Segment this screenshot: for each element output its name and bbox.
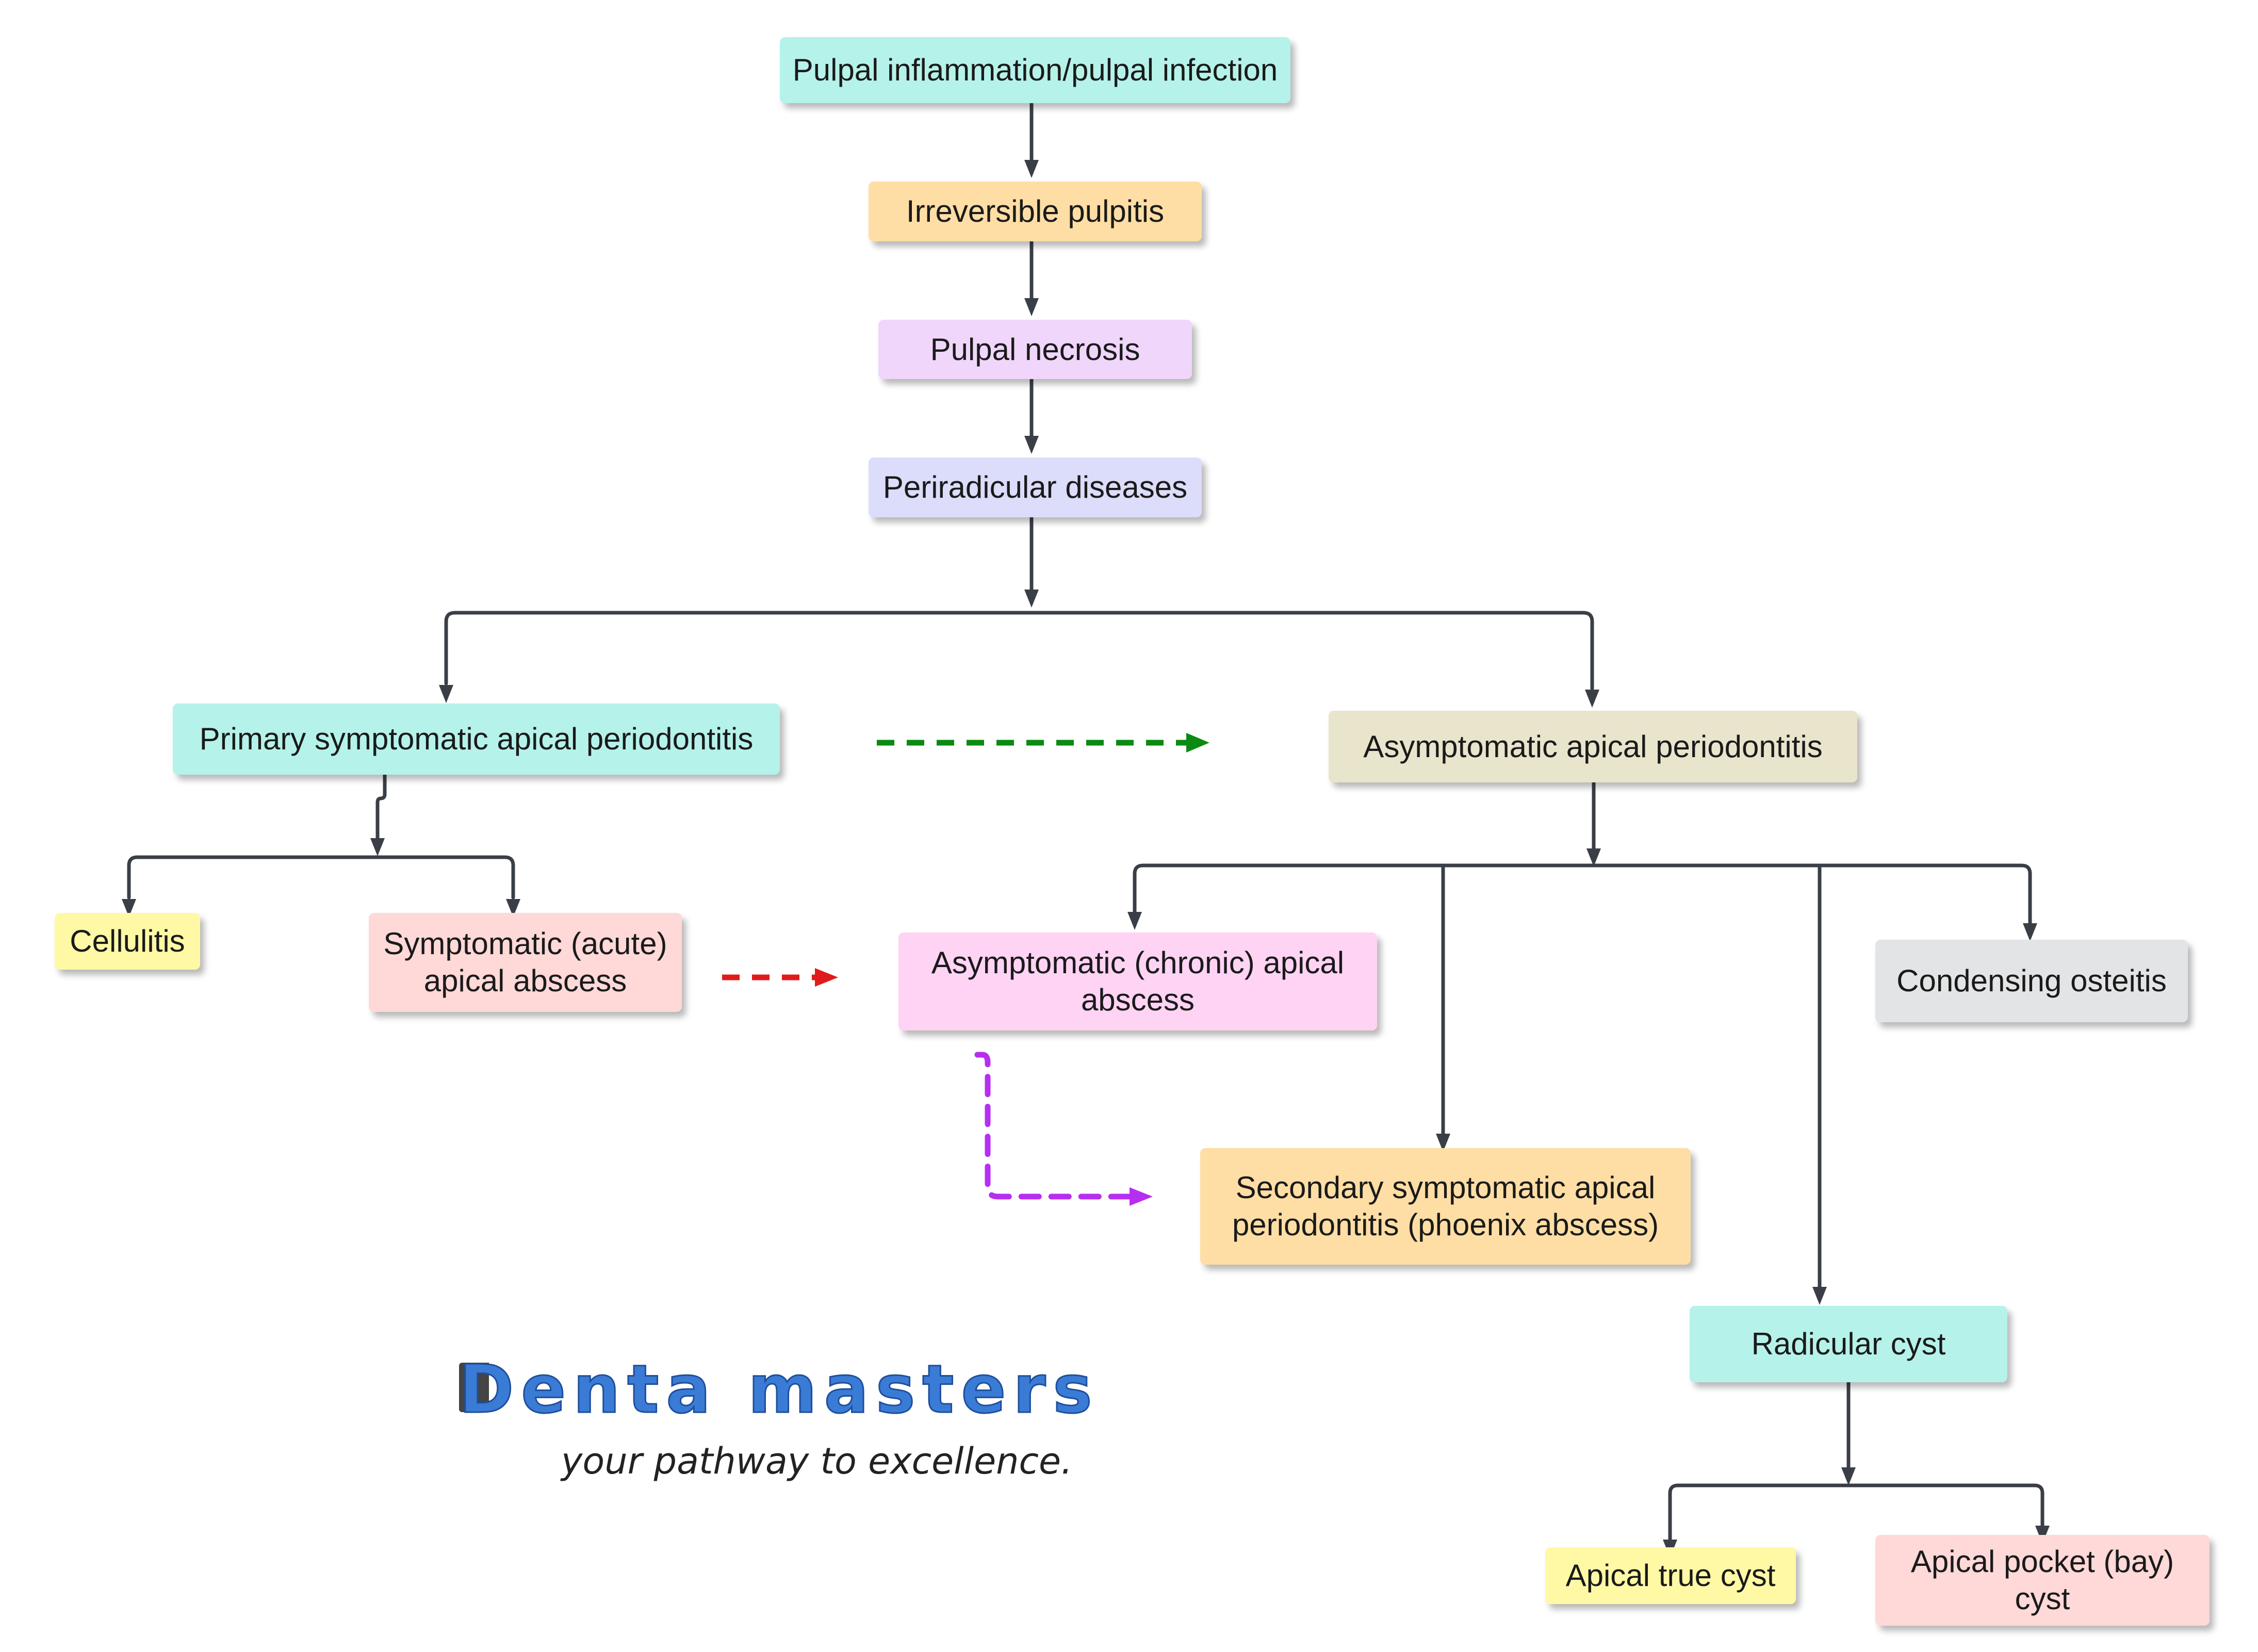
node-irreversible-pulpitis: Irreversible pulpitis <box>869 182 1202 241</box>
node-label-line-1: Secondary symptomatic apical <box>1235 1170 1656 1205</box>
node-label-line-1: Asymptomatic (chronic) apical <box>931 945 1345 980</box>
node-condensing-osteitis: Condensing osteitis <box>1875 940 2188 1022</box>
node-chronic-apical-abscess: Asymptomatic (chronic) apical abscess <box>898 933 1377 1031</box>
connector-asymptomatic-split <box>1133 863 2032 925</box>
node-label: Apical true cyst <box>1565 1558 1776 1593</box>
node-radicular-cyst: Radicular cyst <box>1690 1306 2007 1382</box>
node-phoenix-abscess: Secondary symptomatic apical periodontit… <box>1200 1148 1691 1265</box>
node-label: Asymptomatic apical periodontitis <box>1363 729 1823 764</box>
node-label-line-1: Symptomatic (acute) <box>383 926 667 961</box>
denta-masters-logo: Denta masters your pathway to excellence… <box>459 1351 1145 1485</box>
red-arrowhead <box>815 968 838 987</box>
node-pulpal-necrosis: Pulpal necrosis <box>878 320 1192 379</box>
connector-primary-down <box>375 773 387 842</box>
logo-wordmark: Denta masters <box>459 1351 1100 1429</box>
node-label: Cellulitis <box>70 924 185 958</box>
node-primary-symptomatic-periodontitis: Primary symptomatic apical periodontitis <box>173 704 780 775</box>
purple-arrowhead <box>1130 1187 1153 1206</box>
node-asymptomatic-periodontitis: Asymptomatic apical periodontitis <box>1329 711 1857 782</box>
node-label: Pulpal necrosis <box>930 332 1140 367</box>
node-label: Periradicular diseases <box>882 470 1188 504</box>
node-label: Condensing osteitis <box>1896 963 2167 998</box>
node-label-line-2: abscess <box>1081 983 1195 1017</box>
node-label: Radicular cyst <box>1751 1327 1946 1361</box>
node-cellulitis: Cellulitis <box>55 913 200 970</box>
node-label: Irreversible pulpitis <box>906 194 1165 228</box>
node-label-line-2: cyst <box>2015 1581 2070 1616</box>
node-pulpal-inflammation: Pulpal inflammation/pulpal infection <box>780 37 1290 103</box>
node-apical-pocket-cyst: Apical pocket (bay) cyst <box>1875 1535 2210 1626</box>
purple-dashed-arrow <box>974 1052 1133 1200</box>
green-arrowhead <box>1186 733 1209 753</box>
connector-radicular-split <box>1668 1483 2044 1542</box>
node-label-line-2: apical abscess <box>423 963 627 998</box>
node-label: Pulpal inflammation/pulpal infection <box>792 53 1278 87</box>
connector-primary-split <box>127 855 515 899</box>
node-label: Primary symptomatic apical periodontitis <box>199 722 754 756</box>
node-label-line-1: Apical pocket (bay) <box>1910 1544 2174 1579</box>
connector-split-horizontal <box>444 611 1594 691</box>
node-label-line-2: periodontitis (phoenix abscess) <box>1232 1207 1659 1242</box>
logo-tooth-mark-icon <box>459 1363 489 1412</box>
node-periradicular-diseases: Periradicular diseases <box>869 457 1202 517</box>
logo-tagline: your pathway to excellence. <box>561 1440 1073 1482</box>
node-apical-true-cyst: Apical true cyst <box>1545 1547 1796 1604</box>
node-acute-apical-abscess: Symptomatic (acute) apical abscess <box>369 913 682 1012</box>
